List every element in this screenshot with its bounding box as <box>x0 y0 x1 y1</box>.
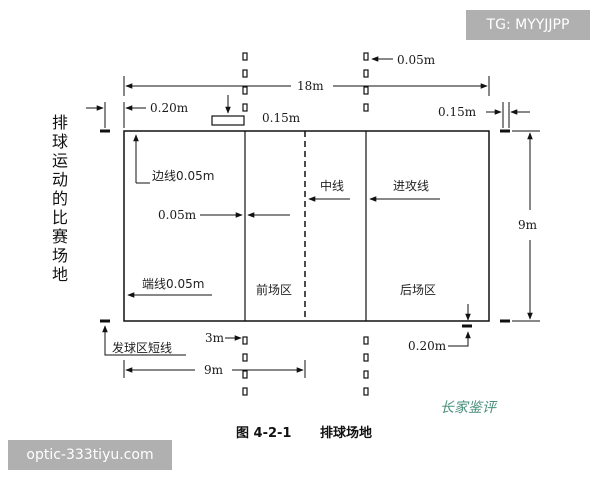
svg-text:排: 排 <box>52 113 68 132</box>
front-zone-label: 前场区 <box>256 282 292 297</box>
left-attack-extension-top <box>242 52 248 112</box>
back-zone-label: 后场区 <box>400 283 436 297</box>
svg-text:地: 地 <box>52 265 68 284</box>
left-gap-label: 0.20m <box>150 101 189 115</box>
svg-text:的: 的 <box>52 189 68 208</box>
center-line-label: 中线 <box>320 178 344 193</box>
side-line-label: 边线0.05m <box>152 169 214 183</box>
service-zone-pointer <box>102 325 110 356</box>
court-boundary <box>123 130 490 322</box>
svg-text:动: 动 <box>52 170 68 189</box>
antenna-label: 0.15m <box>262 111 301 125</box>
line-width-label: 0.05m <box>158 208 197 222</box>
end-line-label: 端线0.05m <box>142 277 204 291</box>
left-gap-dimension <box>86 102 146 128</box>
post-gap-label: 0.05m <box>397 53 436 67</box>
service-gap-pointer <box>448 331 471 347</box>
figure-title: 排球场地 <box>320 425 372 441</box>
service-zone-label: 发球区短线 <box>112 340 172 355</box>
attack-line-label: 进攻线 <box>393 179 429 193</box>
half-length-dimension <box>123 360 306 378</box>
service-gap-label: 0.20m <box>408 339 447 353</box>
svg-text:赛: 赛 <box>52 227 68 246</box>
right-gap-dimension <box>486 102 530 128</box>
right-attack-extension-top <box>363 52 369 112</box>
width-dimension <box>512 130 540 322</box>
side-title: 排 球 运 动 的 比 赛 场 地 <box>52 113 68 284</box>
total-length-dimension <box>123 76 490 96</box>
antenna-box <box>211 115 245 126</box>
watermark-top: TG: MYYJJPP <box>466 10 590 40</box>
svg-text:球: 球 <box>52 132 68 151</box>
figure-number: 图 4-2-1 <box>236 426 291 441</box>
svg-text:场: 场 <box>52 246 68 265</box>
width-label: 9m <box>518 218 538 232</box>
svg-text:比: 比 <box>52 208 68 227</box>
right-gap-label: 0.15m <box>438 105 477 119</box>
right-attack-extension-bottom <box>363 336 369 396</box>
signature: 长家鉴评 <box>440 400 498 416</box>
total-length-label: 18m <box>297 79 324 93</box>
svg-text:运: 运 <box>52 151 68 170</box>
left-attack-extension-bottom <box>242 336 248 396</box>
half-length-label: 9m <box>204 363 224 377</box>
service-zone-marks <box>100 129 510 323</box>
attack-ext-label: 3m <box>205 331 225 345</box>
watermark-bottom: optic-333tiyu.com <box>8 440 172 470</box>
